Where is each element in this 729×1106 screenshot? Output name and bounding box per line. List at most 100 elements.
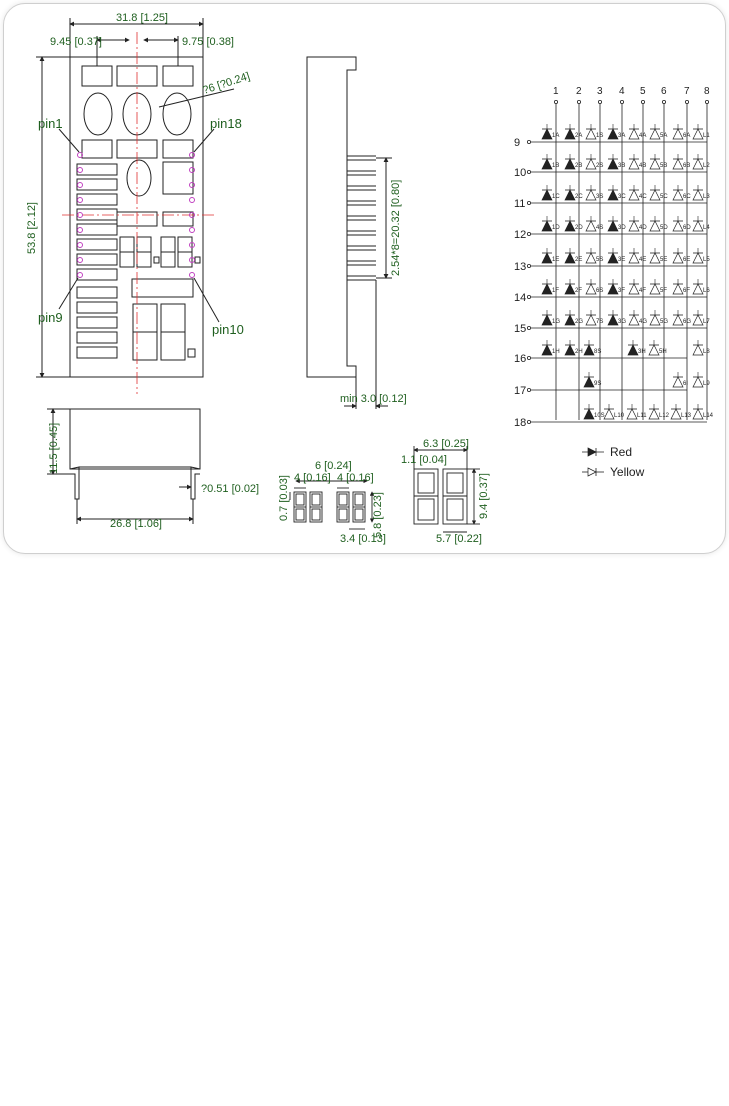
diode-label: 6A: [683, 133, 690, 139]
dim-small-58: 5.8 [0.23]: [372, 492, 384, 538]
row-terminal-10: [527, 169, 532, 174]
diode: [628, 283, 640, 295]
label-pin18: pin18: [210, 116, 242, 131]
diode: [692, 408, 704, 420]
diode: [607, 314, 619, 326]
diode-label: 3D: [618, 225, 626, 231]
diode: [585, 220, 597, 232]
diode: [607, 252, 619, 264]
diode: [564, 252, 576, 264]
label-pin1: pin1: [38, 116, 63, 131]
diode-label: 5A: [660, 133, 667, 139]
diode-label: 6S: [596, 288, 603, 294]
diode-label: 5G: [660, 319, 668, 325]
small-digit-group-2: [336, 491, 366, 523]
diode: [541, 283, 553, 295]
diode-label: 6E: [683, 257, 690, 263]
diode: [692, 344, 704, 356]
diode-label: 2B: [575, 163, 582, 169]
diode-label: L6: [703, 288, 710, 294]
pin-markers: [77, 152, 195, 278]
dim-small-06: 6 [0.24]: [315, 460, 352, 472]
dim-small-04b: 4 [0.16]: [337, 472, 374, 484]
row-terminal-14: [527, 294, 532, 299]
diode: [585, 128, 597, 140]
diode: [692, 252, 704, 264]
side-view: [306, 56, 392, 409]
diode: [628, 220, 640, 232]
diode: [585, 158, 597, 170]
row-label-17: 17: [514, 385, 526, 397]
legend-red-label: Red: [610, 445, 632, 459]
diode: [692, 283, 704, 295]
row-label-11: 11: [514, 198, 525, 210]
diode-label: 4G: [639, 319, 647, 325]
diode-label: 3B: [618, 163, 625, 169]
dim-large-94: 9.4 [0.37]: [478, 473, 490, 519]
diode: [541, 344, 553, 356]
diode-label: L10: [614, 413, 625, 419]
row-terminal-15: [527, 325, 532, 330]
diode-label: 1F: [552, 288, 559, 294]
dim-bottom-width: 26.8 [1.06]: [110, 518, 162, 530]
diode-label: 4E: [639, 257, 646, 263]
bottom-view: [47, 408, 201, 524]
diode: [564, 314, 576, 326]
diode-label: 3S: [596, 194, 603, 200]
front-center-lines: [62, 32, 214, 394]
diode-label: 6I: [683, 381, 688, 387]
front-small-digits: [119, 236, 201, 268]
dim-pin-pitch: 2.54*8=20.32 [0.80]: [390, 180, 402, 276]
diode: [564, 283, 576, 295]
diode-label: 5C: [660, 194, 668, 200]
diode-label: 2H: [575, 349, 583, 355]
diode-label: L14: [703, 413, 714, 419]
diode: [628, 128, 640, 140]
diode-label: 4B: [639, 163, 646, 169]
diode-label: 1G: [552, 319, 560, 325]
small-digit-detail: [289, 478, 375, 530]
dim-bottom-height: 11.5 [0.45]: [48, 423, 60, 474]
row-terminal-16: [527, 355, 532, 360]
diode: [583, 408, 595, 420]
diode-label: 6B: [683, 163, 690, 169]
diode: [649, 283, 661, 295]
diode: [649, 252, 661, 264]
diode: [607, 283, 619, 295]
column-label-1: 1: [553, 86, 559, 97]
diode-label: L7: [703, 319, 710, 325]
row-label-14: 14: [514, 292, 526, 304]
diode-label: 7S: [596, 319, 603, 325]
diode: [670, 408, 682, 420]
front-view: [36, 18, 235, 394]
diode-label: 5H: [659, 349, 667, 355]
diode: [564, 189, 576, 201]
column-label-4: 4: [619, 86, 625, 97]
diode-label: 9S: [594, 381, 601, 387]
diode: [628, 189, 640, 201]
label-pin10: pin10: [212, 322, 244, 337]
diode: [541, 314, 553, 326]
diode-label: L3: [703, 194, 710, 200]
front-labels: 31.8 [1.25] 9.45 [0.37] 9.75 [0.38] ?6 […: [26, 12, 251, 337]
column-terminal-6: [662, 100, 667, 105]
dim-large-57: 5.7 [0.22]: [436, 533, 482, 545]
diode-label: 5E: [660, 257, 667, 263]
column-terminal-8: [705, 100, 710, 105]
column-terminal-2: [577, 100, 582, 105]
diode: [541, 220, 553, 232]
diode: [692, 376, 704, 388]
diode: [692, 128, 704, 140]
diode-label: L11: [637, 413, 647, 419]
diode-label: 3C: [618, 194, 626, 200]
dim-front-right: 9.75 [0.38]: [182, 36, 234, 48]
diode: [607, 220, 619, 232]
diode-label: L13: [681, 413, 692, 419]
diode: [692, 189, 704, 201]
bottom-labels: 11.5 [0.45] ?0.51 [0.02] 26.8 [1.06]: [48, 423, 259, 530]
row-terminal-11: [527, 200, 532, 205]
diode: [541, 158, 553, 170]
diode: [585, 189, 597, 201]
diode-label: 3A: [618, 133, 625, 139]
